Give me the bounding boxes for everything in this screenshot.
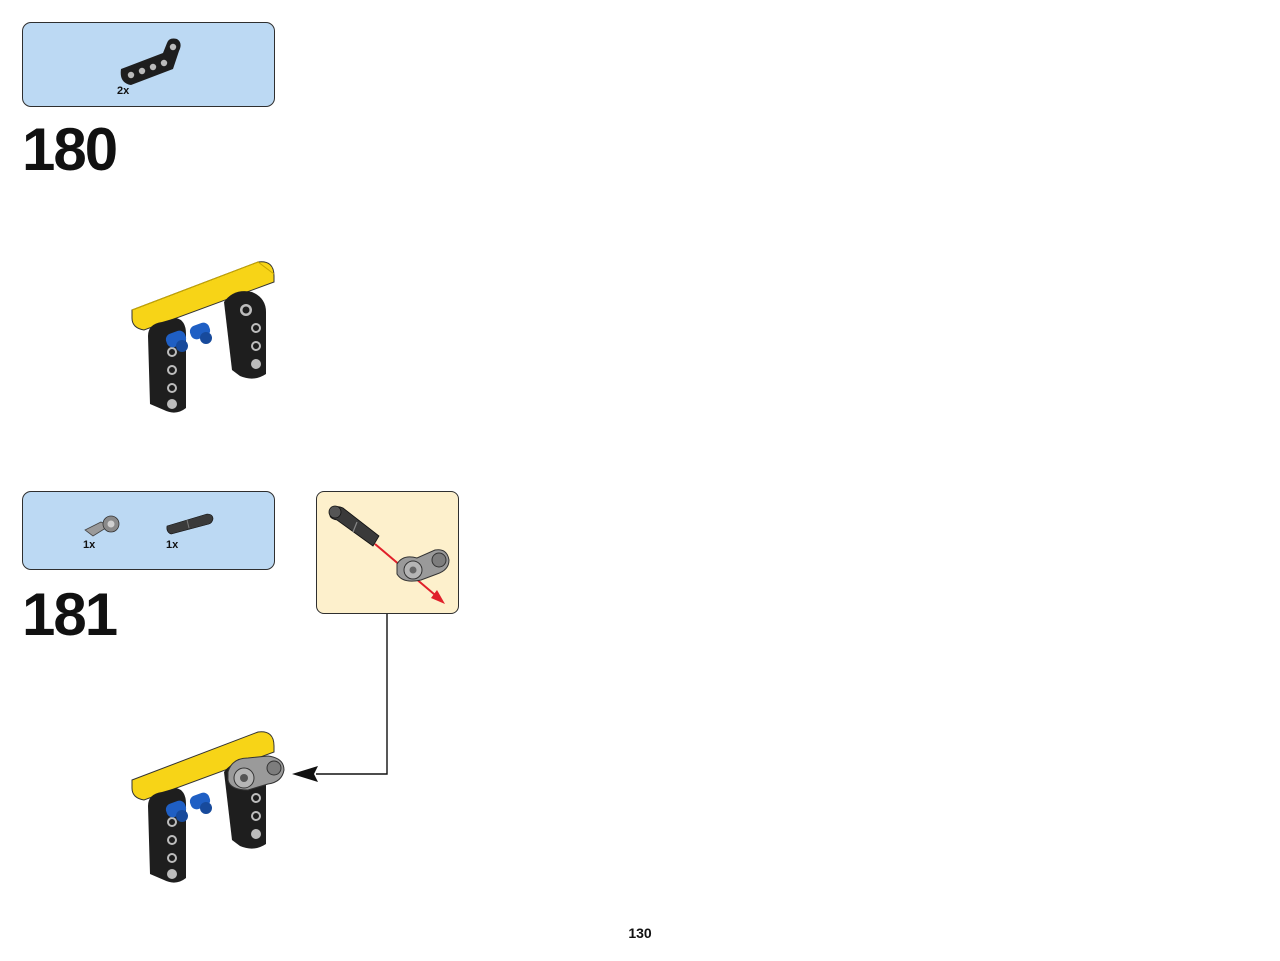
step-181-parts-list: 1x 1x [22, 491, 275, 570]
step-180-assembly-illustration [131, 261, 275, 413]
step-number-180: 180 [22, 116, 118, 183]
step-number-181: 181 [22, 581, 118, 648]
axle-pin-part-icon [166, 513, 214, 535]
step-181-assembly-illustration [131, 731, 285, 883]
connector-part-icon [84, 515, 120, 537]
part-quantity: 1x [83, 539, 96, 551]
sub-assembly-callout [316, 491, 459, 614]
sub-assembly-illustration [328, 505, 450, 604]
l-liftarm-part-icon [120, 38, 181, 85]
part-quantity: 2x [117, 85, 130, 97]
step-180-parts-list: 2x [22, 22, 275, 107]
page-number: 130 [628, 925, 652, 941]
callout-leader-arrow [292, 614, 388, 782]
part-quantity: 1x [166, 539, 179, 551]
